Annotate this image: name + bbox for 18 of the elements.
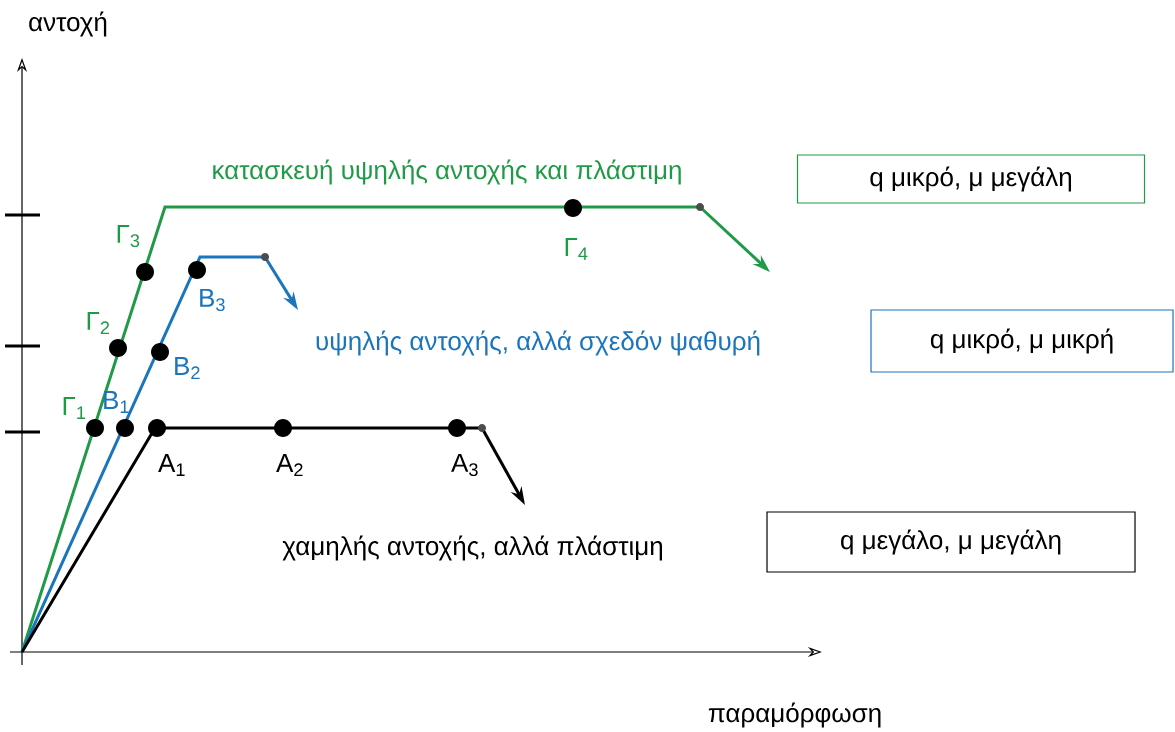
point-label: Γ$_{2}$ [87, 312, 110, 335]
curve-label: κατασκευή υψηλής αντοχής και πλάστιμη [213, 159, 681, 185]
point-label: Β$_{1}$ [104, 391, 129, 413]
point-label: Α$_{3}$ [451, 453, 478, 477]
point-label: Β$_{2}$ [175, 357, 200, 379]
text-box: q μεγάλο, μ μεγάλη [766, 511, 1136, 573]
axis-label: παραμόρφωση [708, 702, 881, 728]
point-label: Β$_{3}$ [200, 288, 225, 312]
point-label: Α$_{2}$ [276, 454, 303, 476]
point-label: Γ$_{1}$ [63, 397, 86, 419]
point-label: Γ$_{3}$ [117, 224, 140, 248]
text-box: q μικρό, μ μεγάλη [796, 154, 1146, 204]
text-box: q μικρό, μ μικρή [870, 309, 1174, 373]
curve-label: υψηλής αντοχής, αλλά σχεδόν ψαθυρή [316, 330, 760, 356]
point-label: Γ$_{4}$ [565, 238, 588, 260]
curve-label: χαμηλής αντοχής, αλλά πλάστιμη [282, 535, 662, 561]
point-label: Α$_{1}$ [158, 454, 185, 476]
axis-label: αντοχή [29, 11, 107, 37]
